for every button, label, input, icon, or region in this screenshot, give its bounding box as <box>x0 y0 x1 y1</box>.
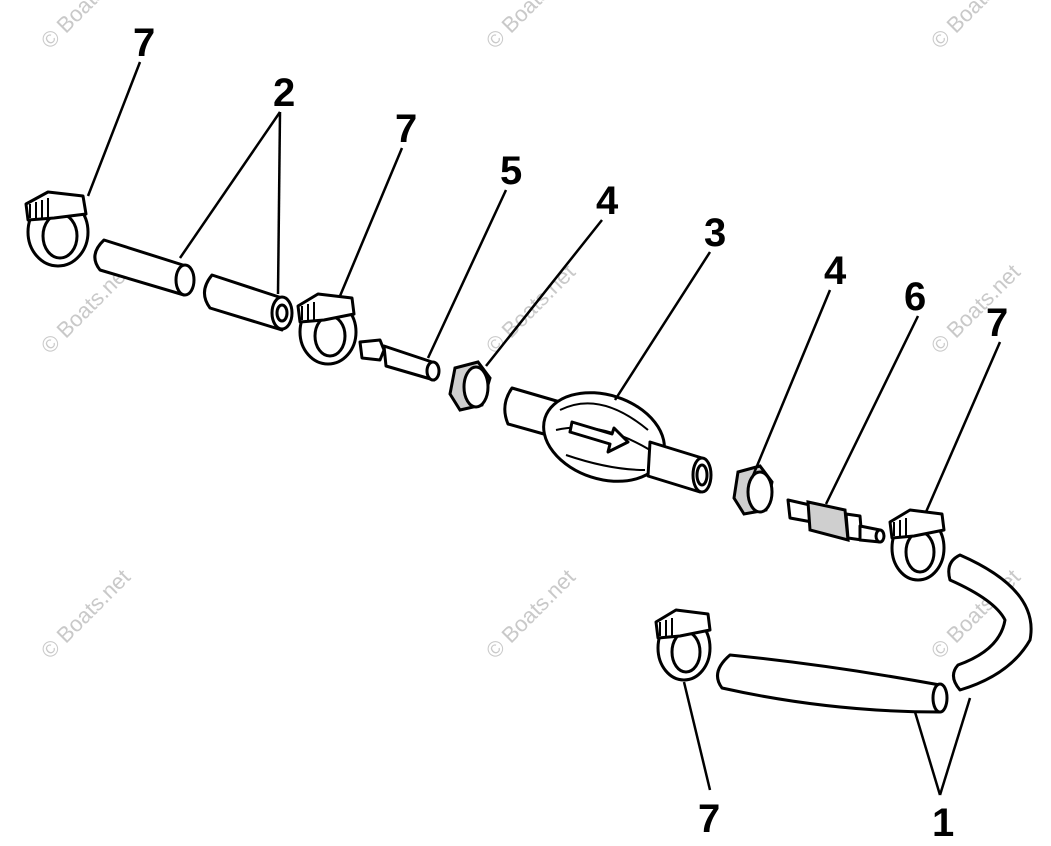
leader-lines <box>86 61 1002 796</box>
callout-connector-left: 5 <box>500 149 522 193</box>
callout-connector-right: 6 <box>904 275 926 319</box>
hose-clamp-bottom-left <box>654 608 712 682</box>
hose-connector-6 <box>786 498 886 544</box>
hose-segment-2b <box>203 273 294 332</box>
nut-ring-right <box>732 464 774 516</box>
callout-clamp-middle: 7 <box>395 107 417 151</box>
nut-ring-left <box>448 360 492 412</box>
callout-hose-upper: 2 <box>273 71 295 115</box>
watermark-6: © Boats.net <box>926 259 1025 358</box>
watermark-1: © Boats.net <box>36 0 135 54</box>
callout-clamp-top-left: 7 <box>133 21 155 65</box>
hose-segment-1b <box>947 553 1033 692</box>
watermark-8: © Boats.net <box>481 564 580 663</box>
watermark-7: © Boats.net <box>36 564 135 663</box>
callout-clamp-right: 7 <box>986 301 1008 345</box>
watermarks: © Boats.net © Boats.net © Boats.net © Bo… <box>36 0 1025 664</box>
hose-segment-1a <box>716 653 949 714</box>
hose-clamp-right <box>888 508 946 582</box>
callout-clamp-bottom-left: 7 <box>698 797 720 841</box>
callout-hose-lower: 1 <box>932 801 954 845</box>
hose-clamp-middle <box>296 292 358 366</box>
hose-segment-2a <box>93 238 196 297</box>
watermark-2: © Boats.net <box>481 0 580 54</box>
callout-ring-left: 4 <box>596 179 619 223</box>
callout-labels: 7 2 7 5 4 3 4 6 7 7 1 <box>133 21 1008 845</box>
hose-connector-5 <box>358 338 441 382</box>
primer-bulb <box>503 386 713 494</box>
callout-primer-bulb: 3 <box>704 211 726 255</box>
hose-clamp-top-left <box>24 190 90 268</box>
watermark-3: © Boats.net <box>926 0 1025 54</box>
callout-ring-right: 4 <box>824 249 847 293</box>
